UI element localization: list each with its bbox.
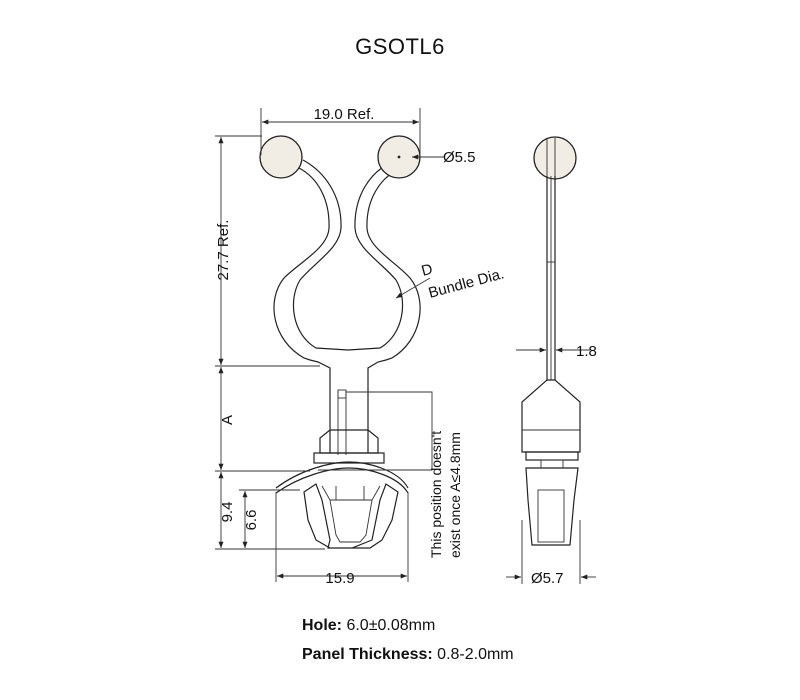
side-dimensions: 1.8 Ø5.7 — [506, 343, 597, 587]
dim-6-6-label: 6.6 — [243, 510, 260, 531]
side-head — [521, 379, 581, 453]
front-view — [259, 135, 421, 549]
collar — [319, 429, 379, 454]
stem-tab — [337, 389, 347, 399]
note-line-2: exist once A≤4.8mm — [447, 432, 463, 558]
thickness-label: 1.8 — [576, 343, 597, 360]
ball-center-mark — [397, 155, 401, 159]
front-dimensions: 19.0 Ref. Ø5.5 27.7 Ref. A 9.4 6.6 15.9 … — [215, 106, 506, 587]
disk-hub — [313, 452, 385, 464]
panel-spec-label: Panel Thickness: — [302, 646, 433, 663]
bundle-d-label: D — [420, 261, 435, 280]
side-anchor — [525, 467, 579, 546]
panel-thickness-spec: Panel Thickness: 0.8-2.0mm — [302, 646, 514, 664]
height-ref-label: 27.7 Ref. — [215, 220, 232, 281]
hole-spec: Hole: 6.0±0.08mm — [302, 617, 435, 635]
clip-outline-outer — [273, 167, 421, 453]
bundle-dia-label: Bundle Dia. — [427, 265, 506, 301]
umbrella-disk — [275, 461, 409, 494]
anchor-inner — [321, 485, 381, 543]
a-label: A — [219, 415, 236, 425]
side-washer — [525, 451, 579, 461]
anchor-outer — [303, 483, 399, 549]
hole-spec-label: Hole: — [302, 617, 342, 634]
hole-spec-value: 6.0±0.08mm — [342, 617, 436, 634]
note-line-1: This position doesn't — [428, 431, 444, 558]
panel-spec-value: 0.8-2.0mm — [432, 646, 514, 663]
dim-9-4-label: 9.4 — [219, 502, 236, 523]
drawing-title: GSOTL6 — [355, 34, 445, 59]
width-ref-label: 19.0 Ref. — [314, 106, 375, 123]
dim-15-9-label: 15.9 — [325, 570, 354, 587]
ball-left — [259, 135, 303, 179]
side-view — [521, 136, 581, 546]
ball-dia-label: Ø5.5 — [443, 149, 476, 166]
clip-outline-inner — [292, 159, 404, 351]
side-dia-label: Ø5.7 — [531, 570, 564, 587]
